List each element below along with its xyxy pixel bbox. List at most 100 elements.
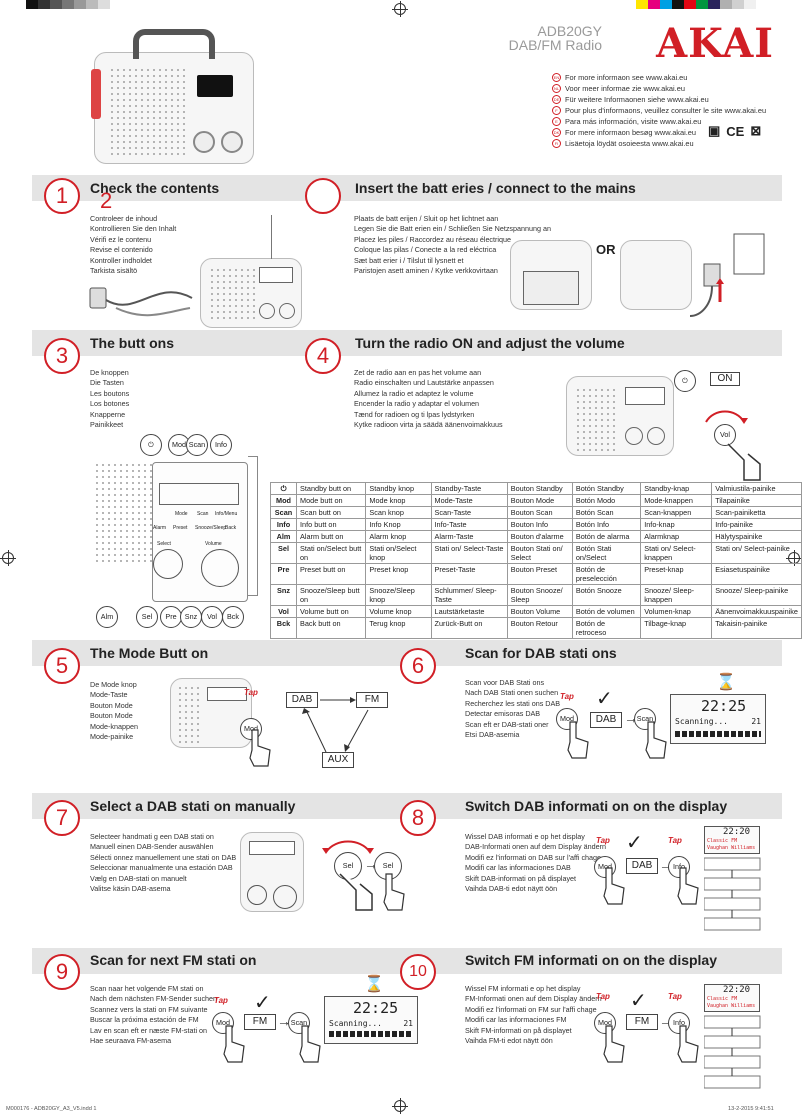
panel-label: Preset xyxy=(173,525,188,531)
table-cell: Botón Info xyxy=(571,518,642,531)
language-text: Für weitere Informaonen siehe www.akai.e… xyxy=(565,95,709,104)
text-line: Modifi ez l'informati on DAB sur l'affi … xyxy=(465,852,602,862)
text-line: Hae seuraava FM-asema xyxy=(90,1036,172,1046)
section-title-6: Scan for DAB stati ons xyxy=(465,645,617,661)
table-key-cell: Bck xyxy=(270,617,297,639)
table-cell: Botón Scan xyxy=(571,506,642,519)
table-cell: Tilbage-knap xyxy=(640,617,713,639)
table-cell: Botón Stati on/Select xyxy=(571,542,642,564)
section-title-4: Turn the radio ON and adjust the volume xyxy=(355,335,625,351)
language-text: For mere informaon besøg www.akai.eu xyxy=(565,128,697,137)
lcd-progress-bar xyxy=(329,1031,413,1037)
table-key-cell: Snz xyxy=(270,584,297,606)
table-cell: Stati on/Select knop xyxy=(365,542,432,564)
mod-button-callout: Mod xyxy=(168,434,190,456)
brand-logo: AKAI xyxy=(656,20,774,67)
table-cell: Botón de preselección xyxy=(571,563,642,585)
table-cell: Bouton Standby xyxy=(506,482,573,495)
table-cell: Bouton Preset xyxy=(506,563,573,585)
tap-label: Tap xyxy=(244,688,258,697)
text-line: Buscar la próxima estación de FM xyxy=(90,1015,199,1025)
lcd-time: 22:20 xyxy=(723,985,751,995)
text-line: Los botones xyxy=(90,399,130,409)
table-cell: Bouton d'alarme xyxy=(506,530,573,543)
text-line: Sæt batt erier i / Tilslut til lysnett e… xyxy=(354,255,464,265)
hand-pointer-icon xyxy=(603,867,625,905)
sel-button-callout: Sel xyxy=(136,606,158,628)
text-line: Vælg en DAB-stati on manuelt xyxy=(90,873,187,883)
section-3-text: De knoppen Die Tasten Les boutons Los bo… xyxy=(90,368,129,430)
registration-mark-left xyxy=(0,550,16,566)
radio-side-edge xyxy=(248,456,258,596)
text-line: FM-Informati onen auf dem Display ändern xyxy=(465,994,602,1004)
table-cell: Tilapainike xyxy=(711,494,802,507)
text-line: De knoppen xyxy=(90,368,129,377)
lcd-time: 22:20 xyxy=(723,827,751,837)
text-line: Zet de radio aan en pas het volume aan xyxy=(354,368,482,377)
power-adapter-icon xyxy=(89,287,193,317)
text-line: Kontrollieren Sie den Inhalt xyxy=(90,224,177,234)
tap-label: Tap xyxy=(214,996,228,1005)
table-cell: Info-knap xyxy=(640,518,713,531)
section-title-7: Select a DAB stati on manually xyxy=(90,798,296,814)
text-line: Die Tasten xyxy=(90,378,124,388)
checkmark-icon: ✓ xyxy=(596,688,613,710)
hand-pointer-icon xyxy=(645,721,667,759)
fm-mode-box: FM xyxy=(244,1014,276,1030)
lcd-fm-scanning-display: 22:25 Scanning... 21 xyxy=(324,996,418,1044)
table-cell: Botón de volumen xyxy=(571,605,642,618)
step-number-10: 10 xyxy=(400,954,436,990)
info-screen-sequence xyxy=(704,1015,761,1089)
certification-marks: ▣ CE ⊠ xyxy=(708,123,761,139)
section-8-text: Wissel DAB informati e op het display DA… xyxy=(465,832,606,894)
text-line: Scannez vers la stati on FM suivante xyxy=(90,1004,208,1014)
lcd-station-name: Classic FM xyxy=(707,838,738,844)
text-line: Vérifi ez le contenu xyxy=(90,234,152,244)
table-cell: Scan knop xyxy=(365,506,432,519)
step-number-2 xyxy=(305,178,341,214)
product-radio-image xyxy=(91,29,254,164)
section-band-row-2 xyxy=(32,330,782,356)
text-line: Detectar emisoras DAB xyxy=(465,709,541,719)
color-registration-bar-grey xyxy=(26,0,122,9)
speaker-grille xyxy=(94,462,154,562)
lcd-station-name: Classic FM xyxy=(707,996,738,1002)
panel-label: Volume xyxy=(205,541,222,547)
class-2-icon: ▣ xyxy=(708,123,721,138)
text-line: Sélecti onnez manuellement une stati on … xyxy=(90,852,237,862)
table-cell: Volume butt on xyxy=(295,605,367,618)
flag-icon: NL xyxy=(552,84,561,93)
rotate-arrows-icon xyxy=(705,410,748,424)
table-cell: Esiasetuspainike xyxy=(711,563,802,585)
info-screen-sequence xyxy=(704,857,761,931)
step-number-7: 7 xyxy=(44,800,80,836)
table-cell: Scan-knappen xyxy=(640,506,713,519)
table-cell: Scan-painiketta xyxy=(711,506,802,519)
text-line: Selecteer handmati g een DAB stati on xyxy=(90,832,214,841)
flag-icon: DK xyxy=(552,128,561,137)
text-line: Nach DAB Stati onen suchen xyxy=(465,688,559,698)
flag-icon: EN xyxy=(552,73,561,82)
table-key-cell: Pre xyxy=(270,563,297,585)
table-key-cell: Mod xyxy=(270,494,297,507)
hand-pointer-icon xyxy=(677,1025,699,1063)
radio-front-image xyxy=(200,215,302,328)
hourglass-icon: ⌛ xyxy=(716,674,736,691)
lcd-station-count: 21 xyxy=(403,1019,413,1028)
hand-pointer-icon xyxy=(603,1025,625,1063)
dab-mode-box: DAB xyxy=(626,858,658,874)
or-label: OR xyxy=(596,242,616,257)
text-line: Seleccionar manualmente una estación DAB xyxy=(90,863,233,873)
text-line: Modifi car las informaciones DAB xyxy=(465,863,571,873)
tap-label: Tap xyxy=(668,836,682,845)
section-title-9: Scan for next FM stati on xyxy=(90,952,257,968)
table-cell: Stati on/Select butt on xyxy=(295,542,367,564)
button-panel-diagram: Mode Scan Info/Menu Alarm Preset Snooze/… xyxy=(152,462,248,602)
table-cell: Alarmknap xyxy=(640,530,713,543)
